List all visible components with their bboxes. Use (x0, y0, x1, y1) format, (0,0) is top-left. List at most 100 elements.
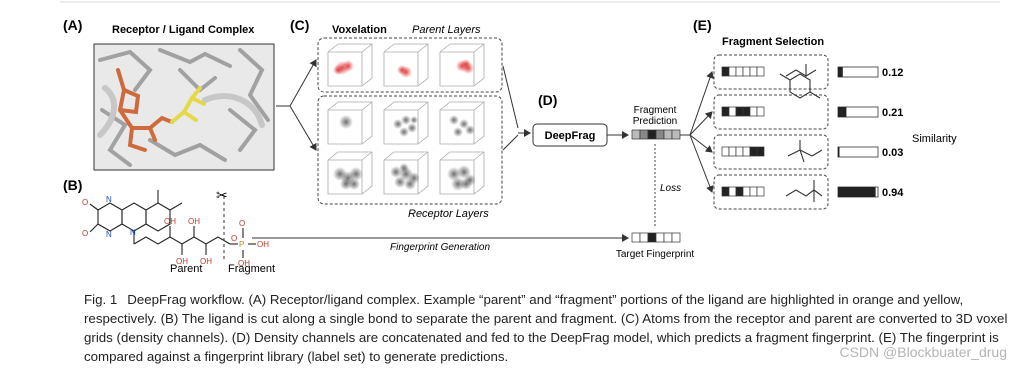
fingerprint-bit (749, 146, 758, 157)
receptor-layers-label: Receptor Layers (408, 208, 489, 220)
fingerprint-bit (728, 106, 737, 117)
voxel-cube (327, 101, 373, 145)
fingerprint-bit (671, 129, 681, 140)
fingerprint-bit (639, 232, 649, 243)
arrows-a-to-c (276, 59, 317, 151)
fingerprint-bit (749, 66, 758, 77)
panel-c-label: (C) (290, 17, 309, 33)
fragment-row-box (713, 94, 829, 130)
fragment-row: 0.03 (713, 134, 903, 170)
atom-oh-3: OH (176, 257, 188, 266)
voxel-density-blob (333, 65, 343, 75)
voxel-cube (383, 101, 429, 145)
similarity-value: 0.21 (882, 107, 903, 119)
voxel-density-blob (449, 115, 459, 125)
fingerprint-bit (647, 129, 657, 140)
voxel-cube (327, 43, 373, 87)
voxel-grids (327, 43, 485, 195)
similarity-label: Similarity (912, 133, 957, 145)
target-fingerprint-label: Target Fingerprint (616, 249, 695, 260)
voxel-density-blob (461, 59, 471, 69)
voxel-density-blob (339, 115, 353, 129)
fingerprint-bit (756, 106, 765, 117)
fragment-row: 0.94 (713, 174, 904, 210)
fingerprint-bit (631, 129, 641, 140)
similarity-bar-fill (838, 187, 876, 197)
fragment-label: Fragment (228, 263, 275, 275)
panel-e-label: (E) (693, 17, 712, 33)
voxel-cube (383, 151, 429, 195)
fragment-structure (785, 180, 823, 202)
similarity-bar-track (837, 146, 879, 158)
similarity-value: 0.94 (882, 187, 904, 199)
fingerprint-bit (735, 106, 744, 117)
voxel-density-blob (394, 176, 406, 188)
voxel-density-blob (407, 123, 417, 133)
ligand-structure (89, 190, 256, 258)
caption-text: DeepFrag workflow. (A) Receptor/ligand c… (84, 292, 1008, 364)
similarity-value: 0.12 (882, 67, 903, 79)
voxel-cube (327, 151, 373, 195)
fingerprint-bit (663, 232, 673, 243)
atom-oh-1: OH (164, 217, 176, 226)
receptor-ligand-image (93, 43, 275, 171)
voxel-density-blob (465, 125, 475, 135)
similarity-bar-fill (838, 67, 843, 77)
fragment-structure (787, 140, 823, 163)
fingerprint-bit (639, 129, 649, 140)
fingerprint-bit (655, 129, 665, 140)
fingerprint-bit (728, 186, 737, 197)
voxel-cube (439, 43, 485, 87)
fingerprint-bit (735, 146, 744, 157)
fragment-selection-title: Fragment Selection (722, 36, 824, 48)
atom-n-3: N (130, 228, 136, 237)
fragment-structure (785, 64, 817, 77)
fingerprint-bit (721, 66, 730, 77)
fragment-row-box (713, 174, 829, 210)
fragment-prediction-line1: Fragment (634, 105, 677, 116)
fingerprint-bit (742, 146, 751, 157)
panel-a-label: (A) (63, 17, 82, 33)
panel-d-label: (D) (538, 92, 557, 108)
voxel-density-blob (460, 178, 472, 190)
voxel-density-blob (410, 116, 418, 124)
voxel-cube (439, 101, 485, 145)
deepfrag-model-box: DeepFrag (532, 123, 608, 147)
fingerprint-bit (671, 232, 681, 243)
fragment-structure (779, 73, 821, 99)
fragment-row: 0.21 (713, 73, 903, 130)
atom-oh-6: OH (238, 259, 250, 268)
atom-p: P (239, 240, 244, 249)
similarity-value: 0.03 (882, 147, 903, 159)
atom-o-1: O (82, 198, 88, 207)
fingerprint-bit (756, 66, 765, 77)
fingerprint-bit (742, 66, 751, 77)
loss-label: Loss (660, 183, 681, 194)
fingerprint-bit (655, 232, 665, 243)
caption-figlabel: Fig. 1 (84, 292, 118, 307)
parent-layers-label: Parent Layers (412, 24, 481, 36)
fingerprint-bit (647, 232, 657, 243)
voxelation-label: Voxelation (332, 24, 387, 36)
atom-oh-2: OH (188, 217, 200, 226)
fingerprint-bit (721, 186, 730, 197)
fragment-prediction-line2: Prediction (633, 116, 677, 127)
voxel-cube (383, 43, 429, 87)
fingerprint-generation-label: Fingerprint Generation (390, 242, 490, 253)
voxel-density-blob (393, 119, 403, 129)
voxel-density-blob (399, 127, 409, 137)
deepfrag-label: DeepFrag (545, 130, 596, 142)
voxel-density-blob (453, 127, 463, 137)
fingerprint-bit (756, 186, 765, 197)
fingerprint-bit (728, 66, 737, 77)
receptor-layers-box (317, 95, 503, 205)
fragment-selection-rows: 0.12 0.21 0.03 0.94 (713, 54, 904, 210)
predicted-fingerprint (631, 129, 681, 140)
voxel-cube (439, 151, 485, 195)
atom-o-3: O (231, 234, 237, 243)
fragment-row: 0.12 (713, 54, 903, 90)
fragment-row-box (713, 54, 829, 90)
fingerprint-bit (749, 186, 758, 197)
